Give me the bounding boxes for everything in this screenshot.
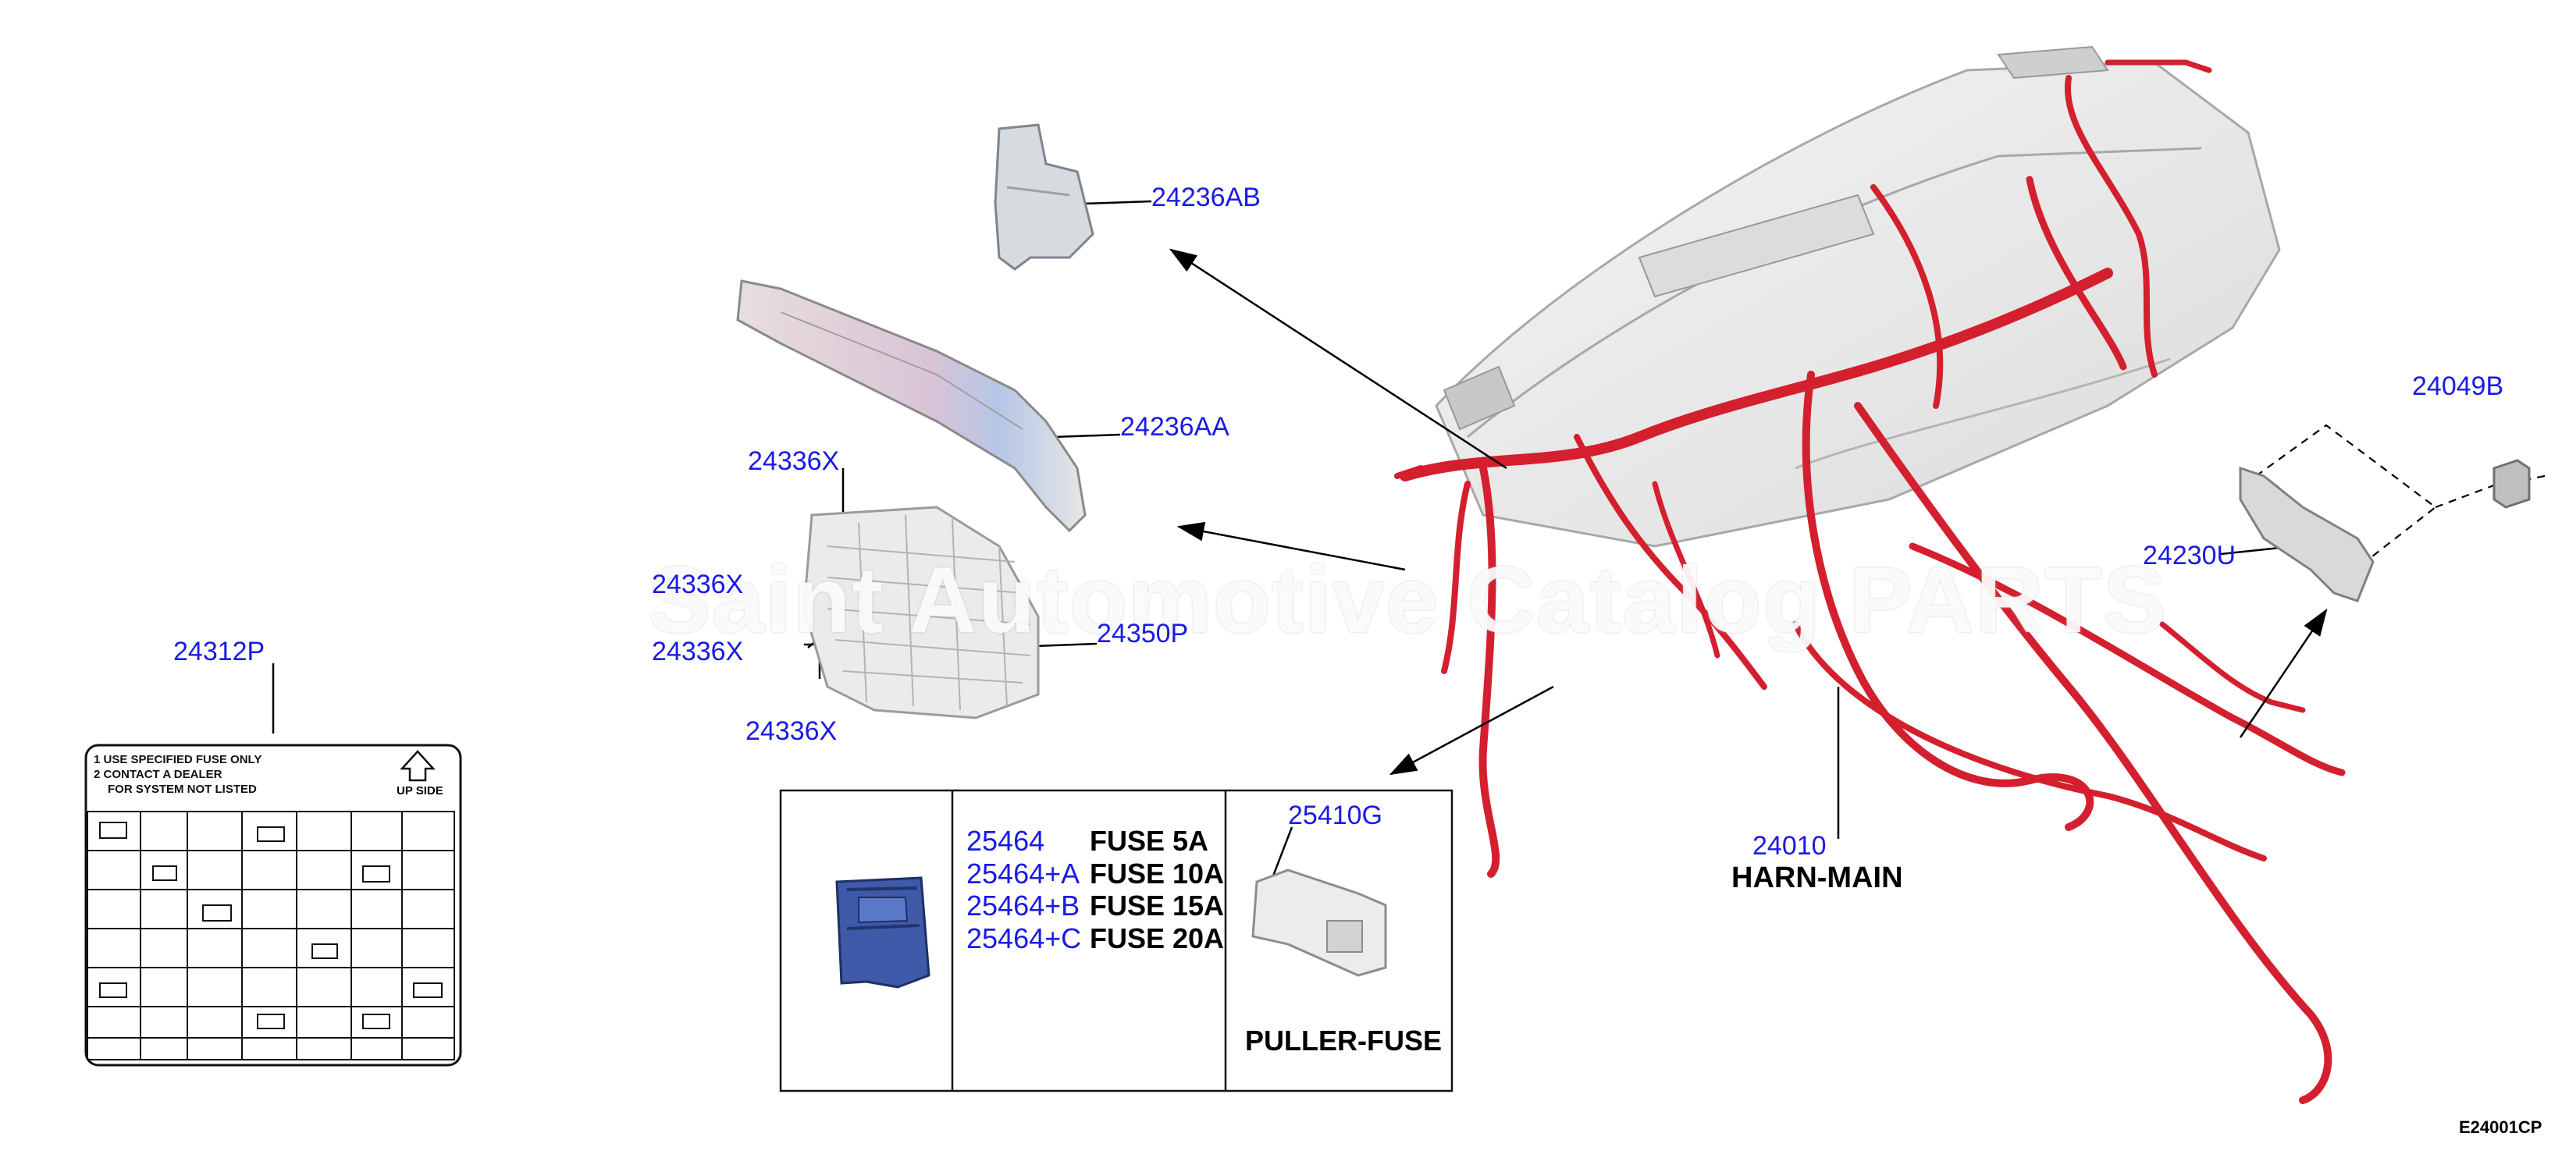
fuse-row: 25464 FUSE 5A [966, 827, 1208, 855]
fuse-box-part [802, 506, 1040, 719]
callout-24049B[interactable]: 24049B [2412, 371, 2504, 401]
callout-24230U[interactable]: 24230U [2143, 541, 2236, 570]
duct-part [736, 279, 1087, 533]
up-arrow-icon [400, 750, 436, 782]
side-bracket-part [2239, 466, 2375, 602]
fuse-row: 25464+A FUSE 10A [966, 860, 1224, 888]
fuse-desc: FUSE 15A [1090, 890, 1225, 922]
label-plate-text: 1 USE SPECIFIED FUSE ONLY 2 CONTACT A DE… [94, 753, 262, 797]
fuse-row: 25464+B FUSE 15A [966, 892, 1224, 920]
harness-name: HARN-MAIN [1731, 861, 1903, 894]
up-side-label: UP SIDE [397, 784, 443, 797]
label-plate-line: FOR SYSTEM NOT LISTED [108, 782, 257, 796]
puller-name: PULLER-FUSE [1245, 1025, 1442, 1057]
label-plate [84, 744, 462, 1067]
callout-24336X-top[interactable]: 24336X [748, 446, 840, 476]
fuse-code[interactable]: 25464 [966, 825, 1045, 857]
fuse-code[interactable]: 25464+A [966, 858, 1080, 890]
callout-24336X-bottom[interactable]: 24336X [745, 716, 838, 746]
puller-icon [1251, 868, 1387, 977]
fuse-icon [835, 876, 930, 989]
instrument-panel [1435, 45, 2281, 548]
bracket-part [994, 123, 1094, 271]
main-harness [1394, 59, 2346, 1104]
callout-24350P[interactable]: 24350P [1097, 619, 1189, 648]
fuse-desc: FUSE 5A [1090, 825, 1209, 857]
fuse-table-frame [779, 789, 1453, 1092]
fuse-desc: FUSE 20A [1090, 922, 1225, 954]
diagram-code: E24001CP [2459, 1117, 2542, 1137]
callout-24236AA[interactable]: 24236AA [1120, 412, 1229, 442]
clip-part [2492, 459, 2531, 509]
callout-24336X-left-low[interactable]: 24336X [652, 637, 744, 666]
callout-24010[interactable]: 24010 [1752, 831, 1827, 861]
label-plate-line: 1 USE SPECIFIED FUSE ONLY [94, 753, 262, 766]
label-plate-line: 2 CONTACT A DEALER [94, 767, 222, 781]
fuse-code[interactable]: 25464+C [966, 922, 1082, 954]
fuse-code[interactable]: 25464+B [966, 890, 1080, 922]
callout-25410G[interactable]: 25410G [1288, 801, 1382, 830]
callout-24312P[interactable]: 24312P [173, 637, 265, 666]
callout-24236AB[interactable]: 24236AB [1151, 183, 1261, 212]
fuse-desc: FUSE 10A [1090, 858, 1225, 890]
callout-24336X-left-mid[interactable]: 24336X [652, 570, 744, 599]
